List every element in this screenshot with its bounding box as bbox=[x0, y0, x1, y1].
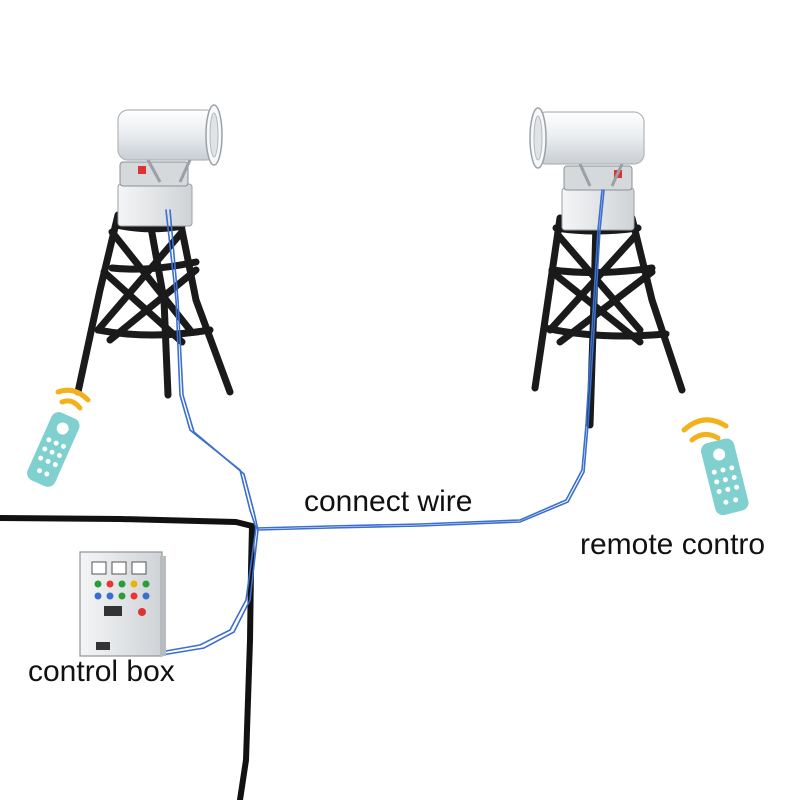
control-box-label: control box bbox=[28, 655, 175, 688]
connect-wire-label: connect wire bbox=[304, 485, 473, 518]
control-box-icon bbox=[79, 551, 166, 657]
mist-cannon-left-icon bbox=[74, 104, 234, 399]
boundary-line bbox=[0, 515, 255, 800]
connect-wire bbox=[159, 189, 605, 656]
remote-control-label: remote contro bbox=[580, 528, 766, 561]
remote-control-right-icon bbox=[681, 417, 749, 516]
mist-cannon-right-icon bbox=[529, 107, 686, 429]
remote-control-left-icon bbox=[27, 387, 91, 487]
